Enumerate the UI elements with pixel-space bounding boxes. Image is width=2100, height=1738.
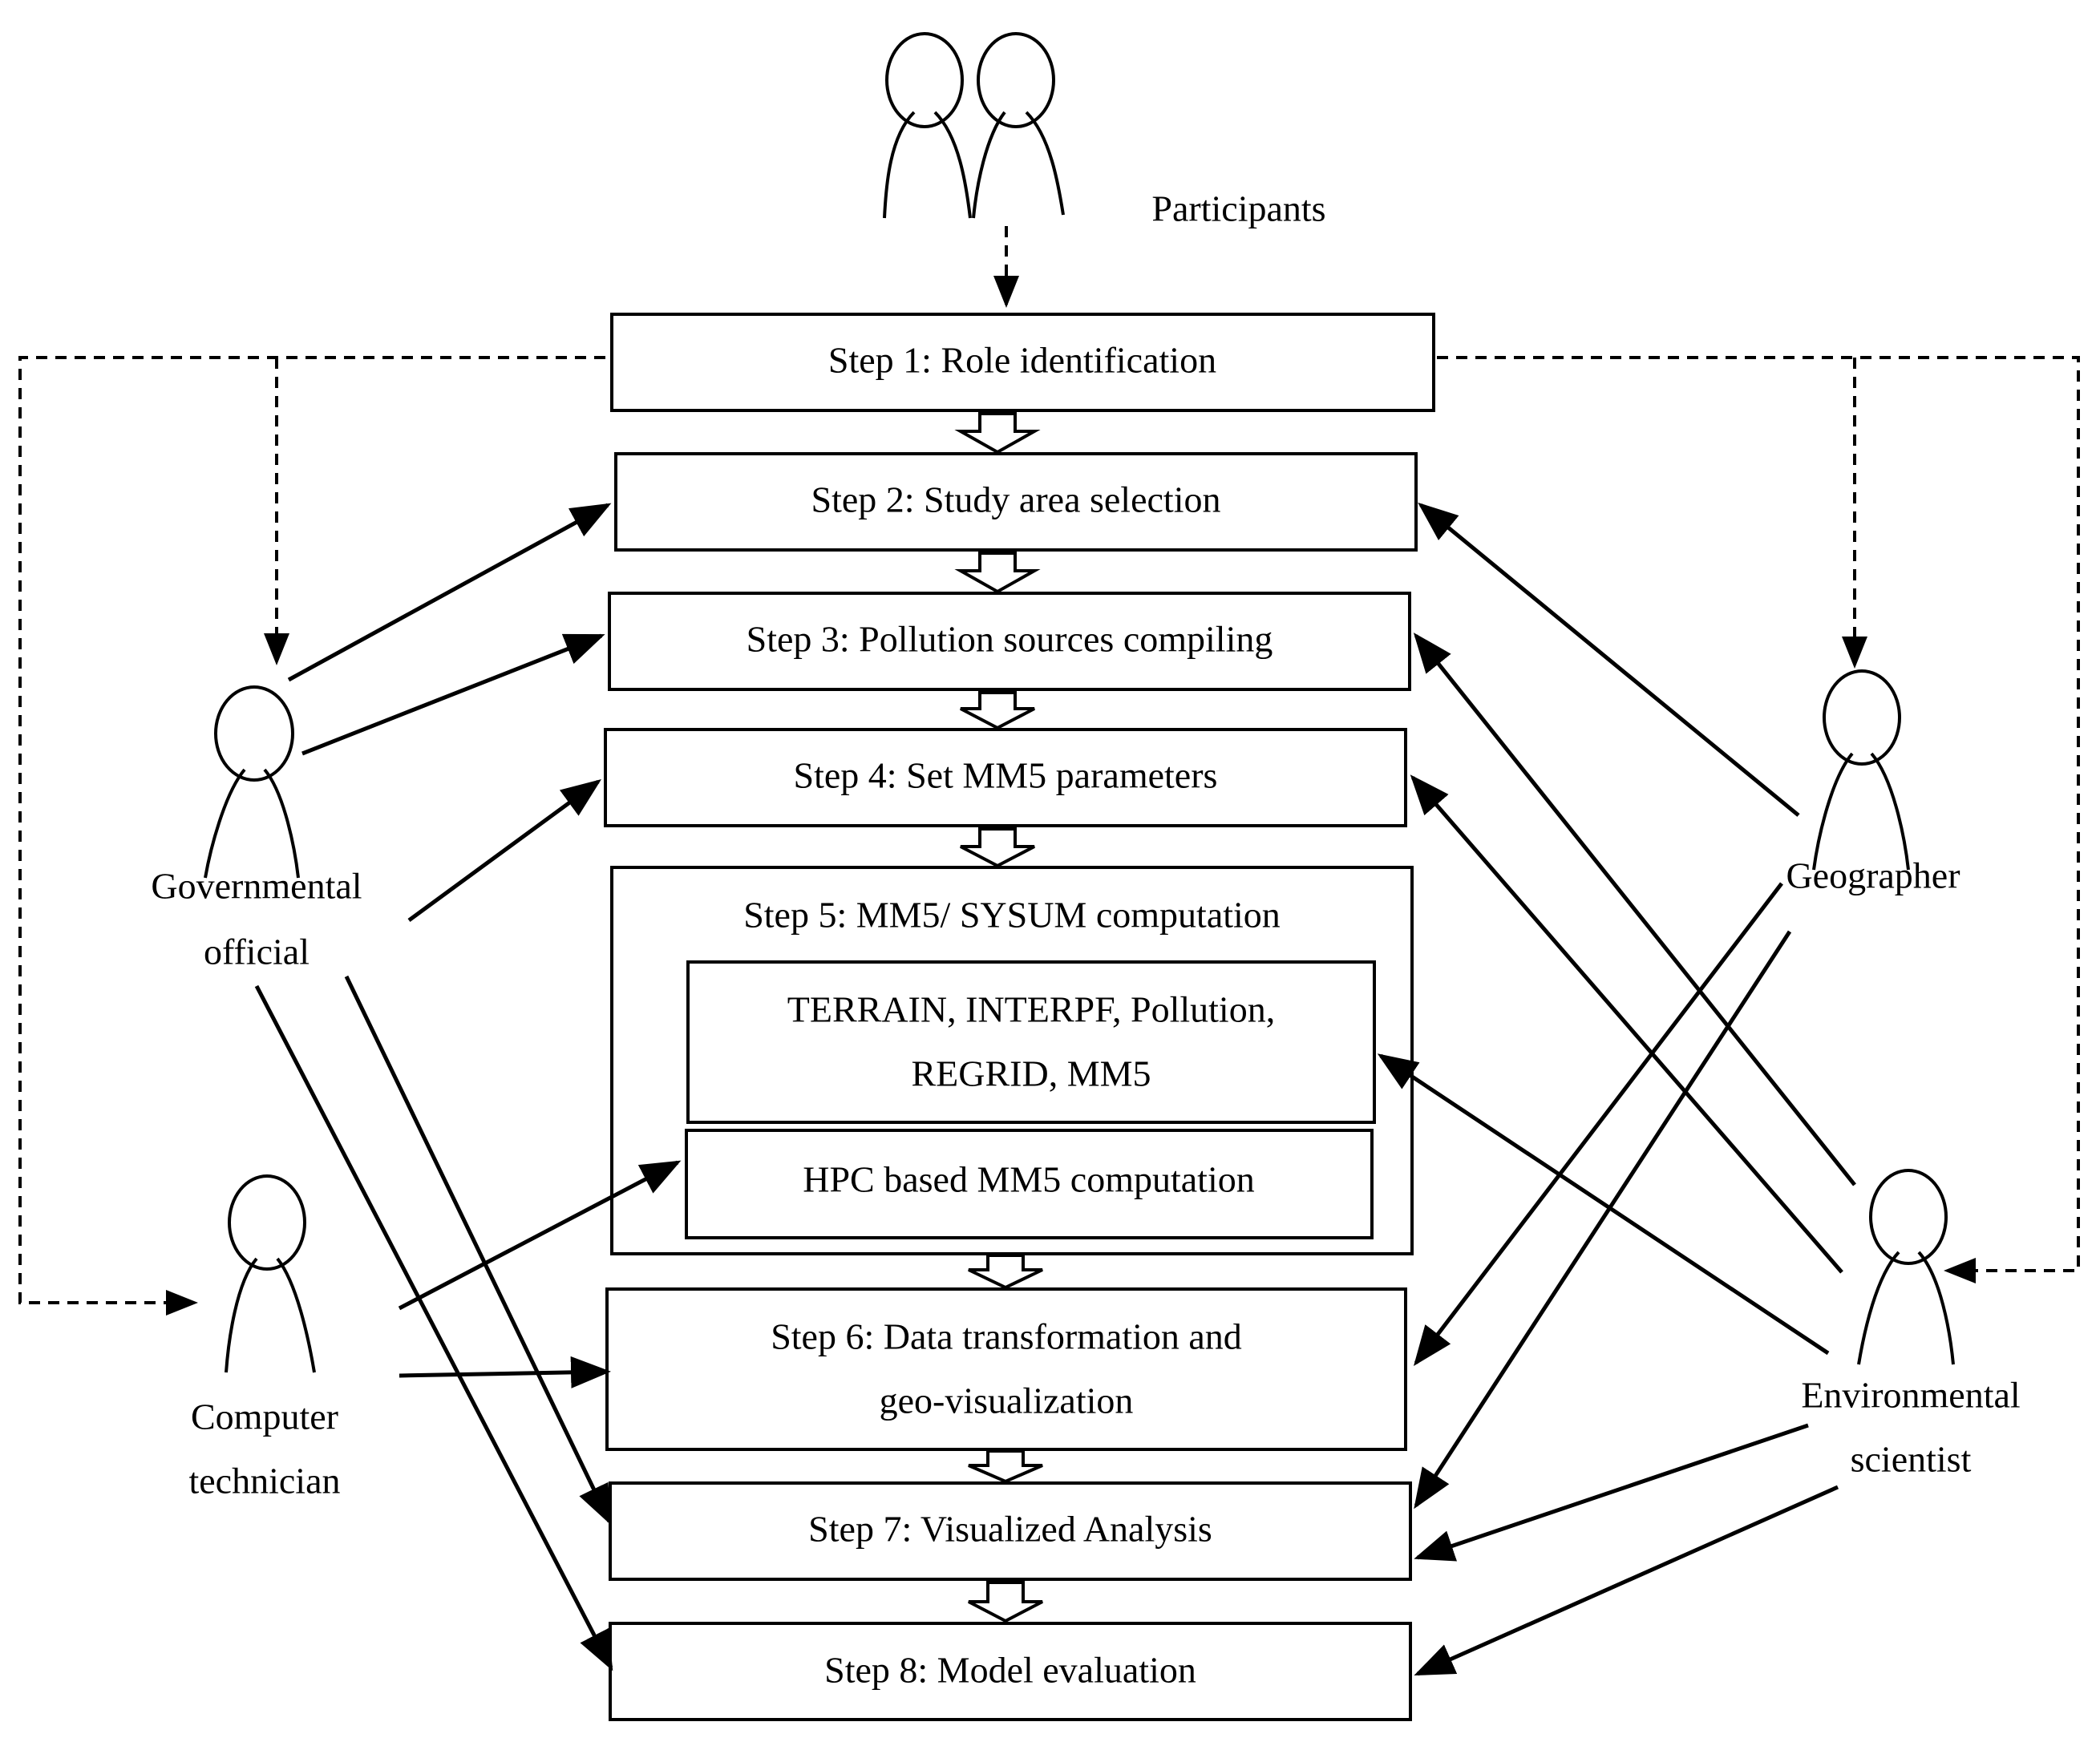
participants-icon [883, 32, 1065, 219]
step7-label: Step 7: Visualized Analysis [808, 1509, 1212, 1550]
dashed-line-left-outer [18, 356, 605, 1316]
scientist-icon [1857, 1169, 1955, 1365]
step5-modules-box [686, 960, 1376, 1124]
step3-box: Step 3: Pollution sources compiling [608, 592, 1411, 691]
step6-label-line1: Step 6: Data transformation and [771, 1316, 1242, 1357]
step5-hpc-box [685, 1129, 1374, 1239]
technician-arrows [398, 1160, 682, 1388]
step8-label: Step 8: Model evaluation [824, 1650, 1196, 1691]
geographer-arrows [1413, 502, 1800, 1510]
flow-arrow-4-5 [960, 827, 1035, 868]
flow-arrow-6-7 [968, 1449, 1043, 1484]
official-label-line2: official [204, 932, 310, 972]
role-assignment-lines [18, 356, 2080, 1316]
geographer-icon [1812, 669, 1910, 871]
geographer-to-step7-arrow [1414, 930, 1792, 1510]
flow-arrow-3-4 [960, 691, 1035, 730]
flow-arrow-2-3 [954, 552, 1041, 594]
dashed-line-right-outer [1437, 356, 2080, 1283]
step4-box: Step 4: Set MM5 parameters [604, 728, 1407, 827]
step4-label: Step 4: Set MM5 parameters [794, 755, 1218, 796]
geographer-to-step6-arrow [1413, 882, 1783, 1366]
flow-arrow-7-8 [968, 1581, 1043, 1623]
geographer-label: Geographer [1786, 855, 1960, 896]
step1-label: Step 1: Role identification [828, 340, 1216, 381]
official-to-step3-arrow [301, 633, 605, 756]
step3-label: Step 3: Pollution sources compiling [747, 619, 1273, 660]
step5-modules-line2: REGRID, MM5 [911, 1053, 1151, 1094]
scientist-to-step5-modules-arrow [1377, 1053, 1830, 1356]
technician-label-line2: technician [188, 1461, 340, 1502]
step1-box: Step 1: Role identification [610, 313, 1435, 412]
step5-box: Step 5: MM5/ SYSUM computation TERRAIN, … [610, 866, 1414, 1255]
participants-label: Participants [1151, 188, 1325, 229]
step-flow-arrows [954, 412, 1043, 1623]
step7-box: Step 7: Visualized Analysis [609, 1481, 1412, 1581]
official-to-step7-arrow [344, 975, 612, 1526]
geographer-to-step2-arrow [1418, 502, 1800, 817]
official-label-line1: Governmental [151, 866, 362, 907]
official-to-step8-arrow [254, 984, 613, 1671]
step6-label-line2: geo-visualization [880, 1380, 1134, 1421]
technician-icon [225, 1174, 316, 1373]
step5-modules-line1: TERRAIN, INTERPF, Pollution, [787, 989, 1275, 1030]
step5-label: Step 5: MM5/ SYSUM computation [743, 895, 1281, 936]
scientist-arrows [1377, 633, 1856, 1676]
scientist-label-line2: scientist [1851, 1439, 1972, 1480]
scientist-to-step7-arrow [1414, 1423, 1809, 1562]
scientist-to-step8-arrow [1414, 1485, 1839, 1676]
technician-label-line1: Computer [191, 1396, 338, 1437]
official-arrows [254, 503, 613, 1671]
step5-hpc-label: HPC based MM5 computation [803, 1159, 1254, 1200]
step8-box: Step 8: Model evaluation [609, 1622, 1412, 1721]
scientist-label-line1: Environmental [1801, 1375, 2020, 1416]
official-to-step4-arrow [407, 779, 602, 923]
technician-to-step5-arrow [398, 1160, 682, 1311]
step2-label: Step 2: Study area selection [811, 479, 1221, 520]
step6-box: Step 6: Data transformation and geo-visu… [605, 1287, 1407, 1451]
step2-box: Step 2: Study area selection [614, 452, 1418, 552]
official-icon [204, 685, 300, 879]
flow-arrow-1-2 [954, 412, 1041, 455]
scientist-to-step4-arrow [1410, 774, 1843, 1274]
scientist-to-step3-arrow [1413, 633, 1856, 1186]
official-to-step2-arrow [287, 503, 612, 682]
flow-arrow-5-6 [968, 1254, 1043, 1290]
technician-to-step6-arrow [399, 1356, 611, 1388]
